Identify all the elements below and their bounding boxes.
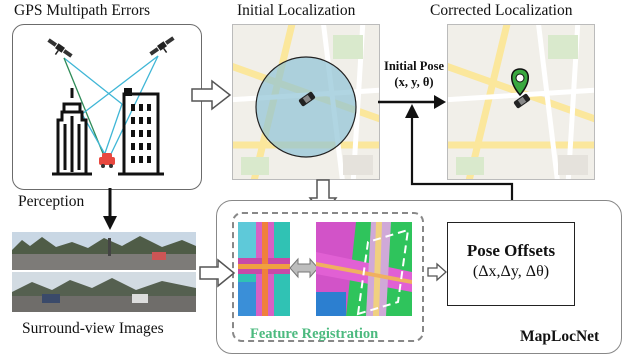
gps-errors-title: GPS Multipath Errors	[14, 2, 151, 19]
hollow-arrow-to-pose	[427, 262, 447, 282]
vehicle-icon	[298, 91, 316, 107]
hollow-arrow-to-initial	[191, 79, 232, 111]
skyscraper-left-icon	[52, 88, 92, 176]
location-marker-icon	[511, 68, 529, 97]
surround-view-label: Surround-view Images	[22, 320, 164, 337]
initial-localization-map	[232, 24, 380, 180]
surround-view-image-bottom	[12, 272, 196, 312]
pose-offsets-title: Pose Offsets	[466, 241, 556, 260]
feature-registration-label: Feature Registration	[250, 326, 379, 342]
corrected-localization-map	[447, 24, 595, 180]
initial-localization-title: Initial Localization	[237, 2, 356, 19]
map-feature-map	[316, 222, 412, 316]
gps-multipath-illustration	[47, 36, 175, 176]
satellite-right-icon	[149, 36, 175, 56]
building-right-icon	[118, 88, 164, 176]
corrected-vehicle-icon	[513, 93, 531, 109]
pose-offsets-box: Pose Offsets (Δx,Δy, Δθ)	[447, 222, 575, 306]
registration-double-arrow	[289, 257, 319, 279]
pose-offsets-values: (Δx,Δy, Δθ)	[472, 263, 550, 280]
bev-feature-map	[238, 222, 290, 316]
feature-registration-box	[232, 212, 424, 342]
car-icon	[99, 153, 115, 168]
initial-pose-label: Initial Pose (x, y, θ)	[378, 58, 450, 90]
perception-label: Perception	[18, 193, 85, 210]
perception-arrow	[103, 188, 117, 230]
satellite-left-icon	[47, 38, 73, 58]
initial-pose-label-line1: Initial Pose	[383, 59, 445, 73]
maplocnet-label: MapLocNet	[520, 328, 600, 345]
initial-pose-label-line2: (x, y, θ)	[394, 75, 434, 89]
initial-pose-arrow	[378, 95, 446, 109]
corrected-localization-title: Corrected Localization	[430, 2, 573, 19]
uncertainty-circle	[255, 56, 357, 158]
surround-view-image-top	[12, 232, 196, 270]
hollow-arrow-to-features	[199, 258, 236, 288]
